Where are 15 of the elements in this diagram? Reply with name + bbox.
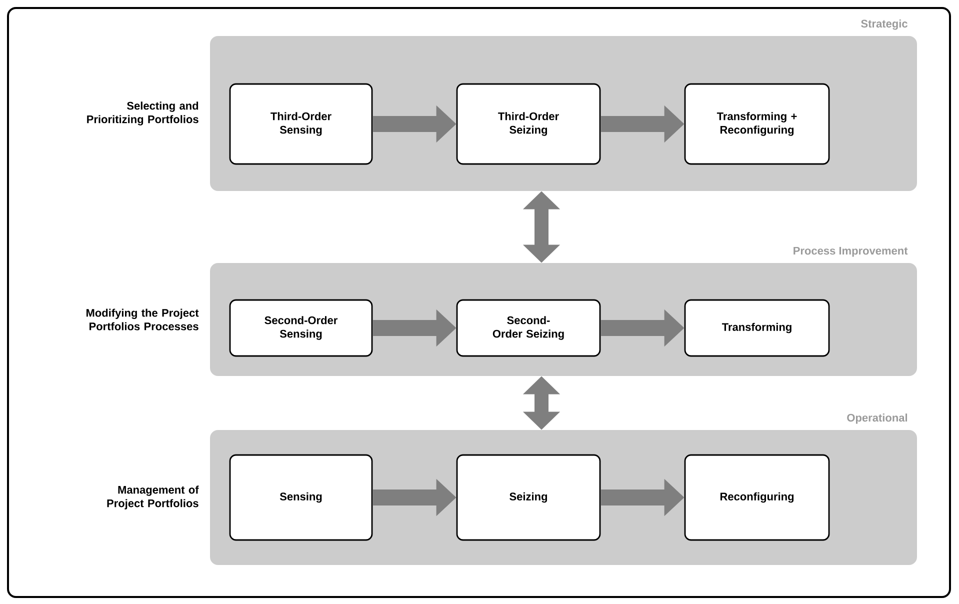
process-box: Reconfiguring	[684, 454, 830, 541]
process-box: Transforming	[684, 299, 830, 357]
process-box: Seizing	[456, 454, 601, 541]
row-label: Modifying the Project Portfolios Processes	[86, 308, 199, 330]
process-box: Second-Order Seizing	[456, 299, 601, 357]
process-box: Third-Order Seizing	[456, 83, 601, 165]
band-heading: Process Improvement	[794, 246, 908, 257]
process-box: Third-Order Sensing	[229, 83, 373, 165]
process-box: Second-Order Sensing	[229, 299, 373, 357]
band-heading: Operational	[847, 414, 908, 424]
row-label: Selecting and Prioritizing Portfolios	[87, 102, 198, 126]
row-label: Management of Project Portfolios	[107, 486, 199, 510]
process-box: Sensing	[229, 454, 373, 541]
band-heading: Strategic	[861, 20, 908, 30]
process-box: Transforming + Reconfiguring	[684, 83, 830, 165]
